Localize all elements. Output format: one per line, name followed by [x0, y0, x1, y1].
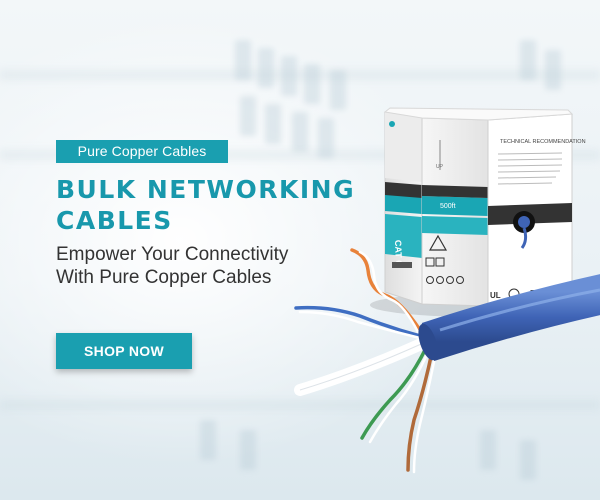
box-front-face: 500ft UP — [421, 117, 489, 307]
subheadline-line-1: Empower Your Connectivity — [56, 244, 289, 265]
blue-cable-jacket — [421, 274, 600, 362]
twisted-pairs — [294, 248, 438, 474]
subheadline: Empower Your Connectivity With Pure Copp… — [56, 243, 346, 289]
headline-line-2: CABLES — [56, 206, 173, 235]
box-length-label: 500ft — [440, 203, 456, 210]
box-left-face: CAT 6 — [384, 111, 423, 305]
ul-mark: UL — [490, 291, 501, 300]
category-badge: Pure Copper Cables — [56, 140, 228, 163]
box-right-face: TECHNICAL RECOMMENDATION UL RYXIS — [487, 113, 586, 307]
svg-text:UP: UP — [436, 164, 444, 170]
white-cable-core — [294, 334, 436, 396]
subheadline-line-2: With Pure Copper Cables — [56, 267, 272, 288]
headline: BULK NETWORKING CABLES — [56, 174, 355, 236]
shop-now-button[interactable]: SHOP NOW — [56, 333, 192, 369]
box-panel-title: TECHNICAL RECOMMENDATION — [500, 139, 586, 145]
headline-line-1: BULK NETWORKING — [56, 175, 356, 204]
box-side-label: CAT 6 — [393, 240, 404, 266]
